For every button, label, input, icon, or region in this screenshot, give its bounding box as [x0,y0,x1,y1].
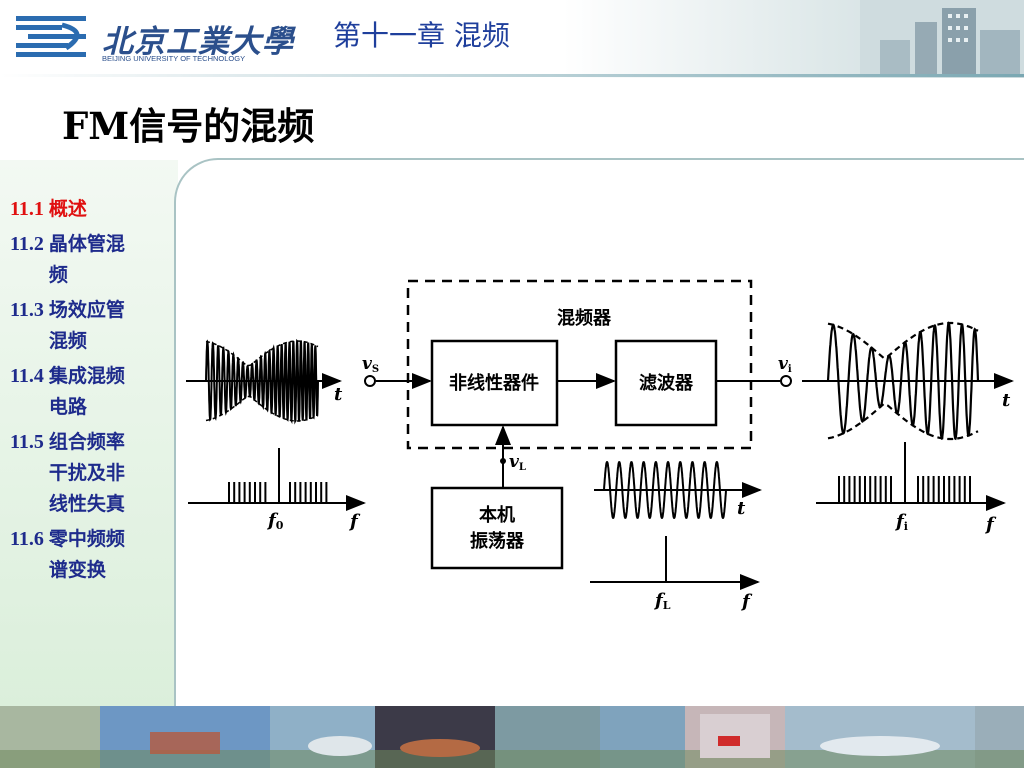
nav-item-11-4[interactable]: 11.4 集成混频电路 [10,361,170,423]
local-oscillator-label-2: 振荡器 [470,530,525,552]
vl-junction-dot [500,458,506,464]
output-t-label: t [1002,390,1011,411]
sidebar-background [0,160,178,706]
vl-label: vL [509,452,526,473]
nav-item-label: 组合频率干扰及非线性失真 [48,431,125,515]
campus-building-image [860,0,1024,74]
mixer-label: 混频器 [557,307,612,329]
fl-label: fL [653,590,671,612]
campus-photo-strip [0,706,1024,768]
filter-box [614,339,718,427]
university-name-cn: 北京工業大學 [102,24,294,60]
nav-item-label: 零中频频谱变换 [48,528,125,581]
filter-label: 滤波器 [639,372,694,394]
local-oscillator-label-1: 本机 [479,504,515,526]
nav-item-11-2[interactable]: 11.2 晶体管混频 [10,229,170,291]
lo-f-label: f [740,591,753,612]
nav-item-label: 晶体管混频 [48,233,125,286]
mixer-dashed-box [406,279,753,450]
fi-label: fi [894,511,908,533]
input-envelope-lower [205,395,319,422]
vi-terminal [780,375,792,387]
lo-t-label: t [737,498,746,519]
nav-item-label: 集成混频电路 [48,365,125,418]
nonlinear-device-label: 非线性器件 [449,372,539,394]
f0-label: f0 [266,510,284,532]
input-f-label: f [348,511,361,532]
university-emblem-icon [16,16,86,57]
nav-item-label: 场效应管混频 [48,299,125,352]
fm-mixing-diagram: 混频器 非线性器件 滤波器 本机 振荡器 vS vi vL t t t f [186,279,1014,612]
nav-item-label: 概述 [48,198,87,220]
nav-item-number: 11.3 [10,299,44,321]
university-logo: 北京工業大學 BEIJING UNIVERSITY OF TECHNOLOGY [14,10,293,66]
nav-item-11-3[interactable]: 11.3 场效应管混频 [10,295,170,357]
nav-item-11-1[interactable]: 11.1 概述 [10,194,170,225]
nav-item-number: 11.5 [10,431,44,453]
vi-label: vi [778,354,792,375]
nav-item-11-6[interactable]: 11.6 零中频频谱变换 [10,524,170,586]
input-t-label: t [334,384,343,405]
vs-terminal [364,375,376,387]
slide-title: FM信号的混频 [62,104,315,148]
nav-item-number: 11.2 [10,233,44,255]
nav-item-11-5[interactable]: 11.5 组合频率干扰及非线性失真 [10,427,170,520]
input-envelope-upper [205,340,319,367]
header: 北京工業大學 BEIJING UNIVERSITY OF TECHNOLOGY … [0,0,1024,78]
university-name-en: BEIJING UNIVERSITY OF TECHNOLOGY [102,54,246,63]
vs-label: vS [362,354,379,375]
output-f-label: f [984,514,997,535]
output-envelope-upper [827,321,979,360]
chapter-title: 第十一章 混频 [333,19,510,52]
local-oscillator-box [430,486,564,570]
output-if-waveform [826,321,980,441]
content-frame [174,158,1024,720]
output-envelope-lower [827,402,979,441]
nav-item-number: 11.6 [10,528,44,550]
nav-item-number: 11.1 [10,198,44,220]
nav-item-number: 11.4 [10,365,44,387]
nonlinear-device-box [430,339,559,427]
